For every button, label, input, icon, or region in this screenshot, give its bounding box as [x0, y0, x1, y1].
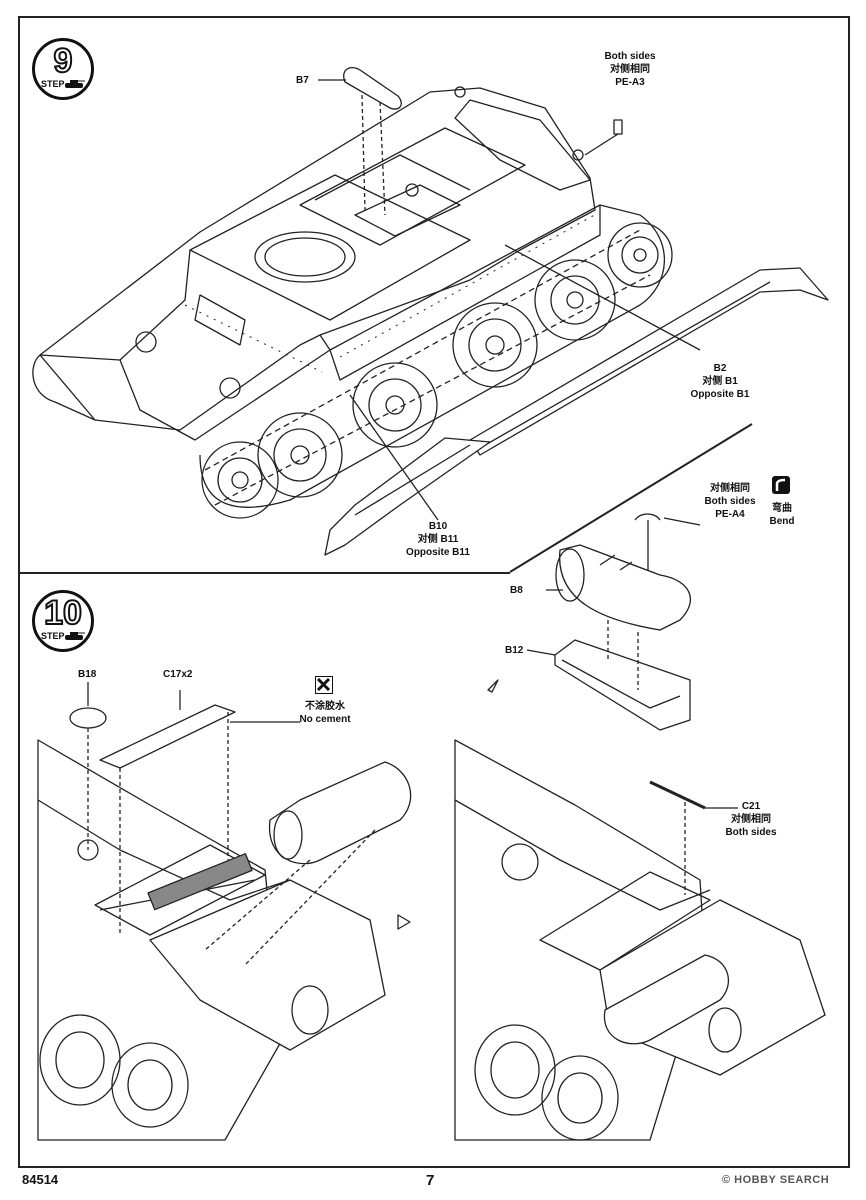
step-word: STEP	[41, 79, 65, 89]
label-line: Both sides	[725, 827, 777, 838]
part-label-c17: C17x2	[163, 669, 193, 680]
tank-icon	[65, 632, 85, 640]
part-label-b12: B12	[505, 645, 524, 656]
label-line: No cement	[299, 714, 351, 725]
label-line: Opposite B1	[690, 389, 750, 400]
label-line: 对侧 B1	[702, 376, 738, 387]
label-line: 对侧相同	[710, 483, 750, 494]
bend-icon	[772, 476, 790, 494]
part-label-b2: B2 对侧 B1 Opposite B1	[680, 362, 760, 401]
label-line: 对侧相同	[610, 64, 650, 75]
part-label-b8: B8	[510, 585, 523, 596]
label-line: B2	[713, 363, 727, 374]
page-frame	[18, 16, 850, 1168]
label-line: Bend	[769, 516, 795, 527]
no-cement-label: 不涂胶水 No cement	[290, 700, 360, 726]
tank-icon	[65, 80, 85, 88]
page-number: 7	[426, 1172, 435, 1189]
step-number: 9	[53, 41, 74, 81]
label-line: C21	[741, 801, 761, 812]
step-number: 10	[43, 593, 83, 633]
label-line: 对侧相同	[731, 814, 771, 825]
label-line: 对侧 B11	[417, 534, 459, 545]
step-divider	[18, 572, 510, 574]
label-line: Opposite B11	[406, 547, 470, 558]
no-cement-icon	[315, 676, 333, 694]
step10-parts-drawing	[37, 513, 826, 1141]
part-label-b10: B10 对侧 B11 Opposite B11	[398, 520, 478, 559]
label-line: PE-A3	[615, 77, 645, 88]
part-label-pe-a4: 对侧相同 Both sides PE-A4	[690, 482, 770, 521]
part-label-pe-a3: Both sides 对侧相同 PE-A3	[590, 50, 670, 89]
bend-symbol	[775, 478, 786, 491]
part-label-c21: C21 对侧相同 Both sides	[716, 800, 786, 839]
label-line: 弯曲	[772, 503, 792, 514]
product-code: 84514	[22, 1172, 59, 1187]
label-line: Both sides	[604, 51, 656, 62]
part-label-b7: B7	[296, 75, 309, 86]
label-line: B10	[428, 521, 448, 532]
step-word: STEP	[41, 631, 65, 641]
bend-label: 弯曲 Bend	[762, 502, 802, 528]
step-10-badge: 10 STEP	[32, 590, 94, 652]
part-label-b18: B18	[78, 669, 97, 680]
watermark: © HOBBY SEARCH	[722, 1174, 830, 1186]
step-9-badge: 9 STEP	[32, 38, 94, 100]
cross-mark	[316, 677, 331, 692]
label-line: 不涂胶水	[305, 701, 345, 712]
label-line: Both sides	[704, 496, 756, 507]
label-line: PE-A4	[715, 509, 745, 520]
step9-hull-drawing	[32, 67, 829, 556]
